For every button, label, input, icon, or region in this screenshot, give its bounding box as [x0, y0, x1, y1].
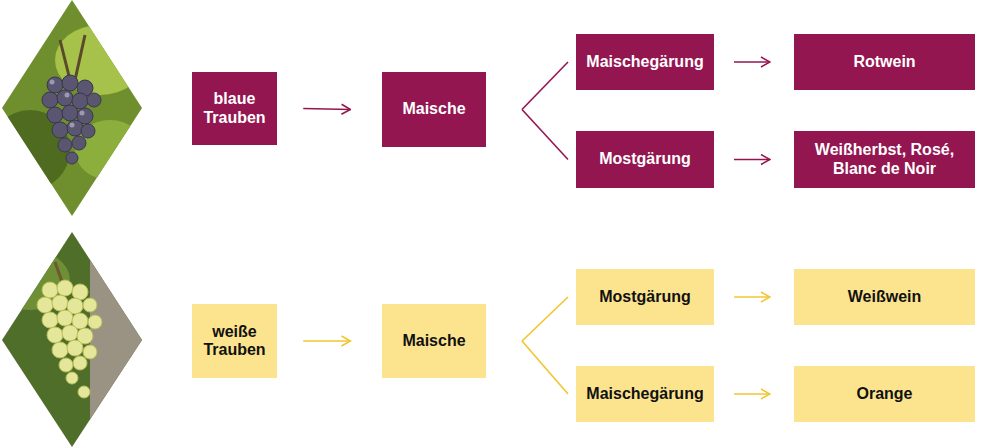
flow-arrow — [734, 393, 770, 395]
flow-arrow — [303, 340, 350, 342]
node-label: Weißwein — [848, 288, 922, 306]
flow-arrow — [734, 296, 770, 298]
split-line — [522, 341, 568, 394]
process-box: Maischegärung — [576, 366, 714, 422]
node-label: Maische — [402, 100, 465, 118]
result-box: Weißwein — [794, 269, 975, 325]
node-label: Mostgärung — [599, 150, 691, 168]
split-line — [522, 62, 568, 110]
node-label: Orange — [856, 385, 912, 403]
flow-arrow — [734, 159, 770, 161]
result-box: Orange — [794, 366, 975, 422]
split-line — [522, 297, 568, 341]
flow-arrow — [303, 109, 350, 110]
node-label: Weißherbst, Rosé, Blanc de Noir — [804, 141, 965, 178]
result-box: Weißherbst, Rosé, Blanc de Noir — [794, 131, 975, 188]
source-box: blaue Trauben — [192, 72, 277, 145]
node-label: Maische — [402, 332, 465, 350]
white-grape-photo — [0, 228, 146, 447]
node-label: Rotwein — [853, 53, 915, 71]
split-line — [522, 110, 568, 160]
red-grape-photo — [0, 0, 146, 220]
source-box: weiße Trauben — [192, 304, 277, 378]
process-box: Maische — [382, 304, 486, 378]
flow-arrow — [734, 61, 770, 63]
node-label: Maischegärung — [586, 53, 703, 71]
process-box: Maischegärung — [576, 34, 714, 90]
node-label: Mostgärung — [599, 288, 691, 306]
process-box: Maische — [382, 72, 486, 147]
result-box: Rotwein — [794, 34, 975, 90]
process-box: Mostgärung — [576, 131, 714, 188]
node-label: weiße Trauben — [202, 323, 267, 360]
node-label: Maischegärung — [586, 385, 703, 403]
node-label: blaue Trauben — [202, 90, 267, 127]
process-box: Mostgärung — [576, 269, 714, 325]
